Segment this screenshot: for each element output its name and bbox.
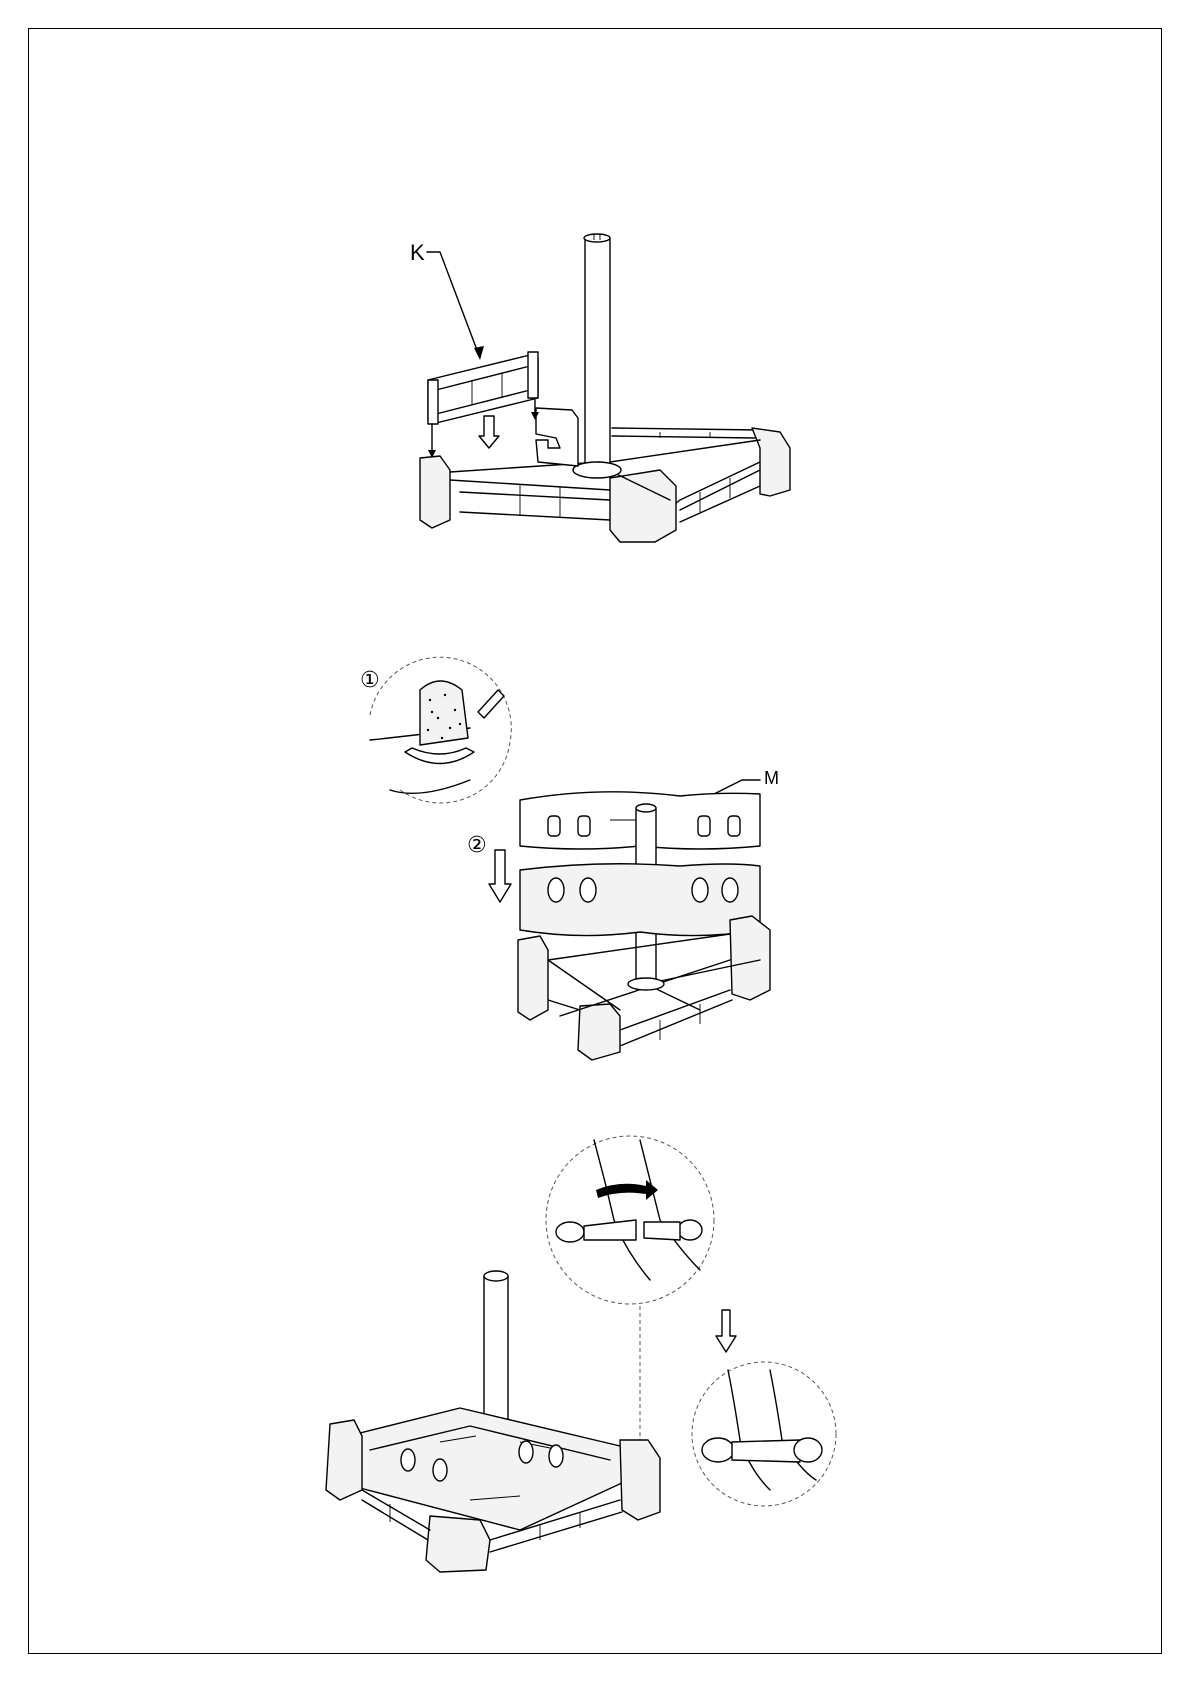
base-with-bags xyxy=(326,1408,660,1572)
arrow-down-icon-3 xyxy=(716,1310,736,1352)
detail-circle-clip-closed xyxy=(692,1362,836,1506)
detail-circle-clip-open xyxy=(546,1136,714,1304)
